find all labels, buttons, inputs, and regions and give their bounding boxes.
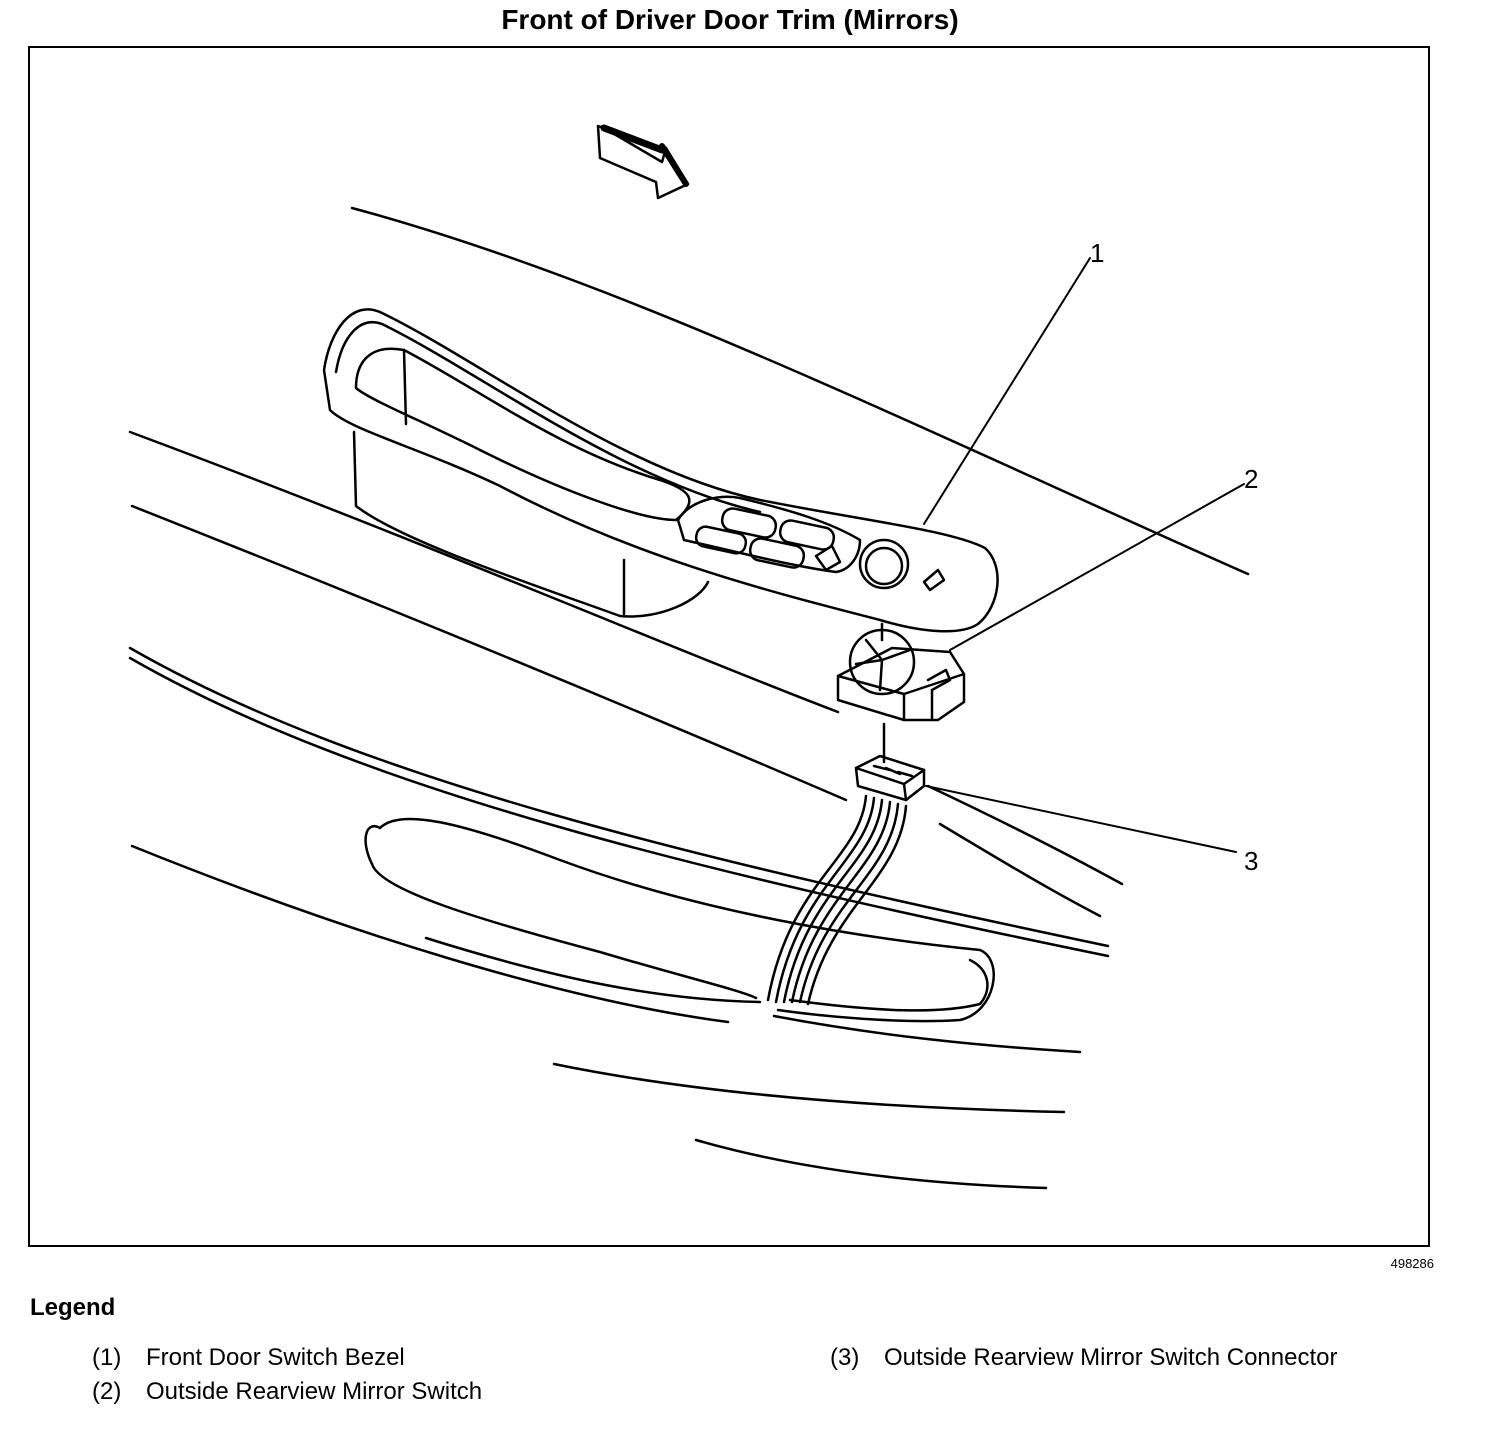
diagram-title: Front of Driver Door Trim (Mirrors) <box>501 4 959 35</box>
mirror-switch-connector <box>854 722 926 802</box>
legend-item-number: (3) <box>830 1344 860 1371</box>
armrest-bezel <box>322 308 999 633</box>
legend-item-text: Outside Rearview Mirror Switch <box>146 1378 483 1405</box>
legend-item-text: Outside Rearview Mirror Switch Connector <box>884 1344 1338 1371</box>
figure-id: 498286 <box>1390 1256 1434 1271</box>
wire-harness <box>766 794 908 1006</box>
window-switch-plate <box>676 495 946 592</box>
legend-item-1: (1) Front Door Switch Bezel <box>92 1344 405 1372</box>
legend-item-3: (3) Outside Rearview Mirror Switch Connec… <box>830 1344 1337 1372</box>
legend-item-2: (2) Outside Rearview Mirror Switch <box>92 1378 482 1406</box>
legend-item-text: Front Door Switch Bezel <box>146 1344 405 1371</box>
legend-item-number: (2) <box>92 1378 122 1405</box>
callout-1: 1 <box>1090 238 1104 268</box>
legend-heading: Legend <box>30 1294 116 1321</box>
legend-item-number: (1) <box>92 1344 122 1371</box>
door-pocket <box>364 817 995 1023</box>
callout-2: 2 <box>1244 464 1258 494</box>
door-trim-illustration: 1 2 3 <box>128 124 1258 1190</box>
door-panel-lines <box>128 206 1250 1190</box>
leader-lines <box>923 257 1245 853</box>
diagram-frame <box>28 46 1430 1247</box>
front-direction-arrow-icon <box>596 124 690 200</box>
callout-3: 3 <box>1244 846 1258 876</box>
mirror-switch <box>836 622 966 722</box>
